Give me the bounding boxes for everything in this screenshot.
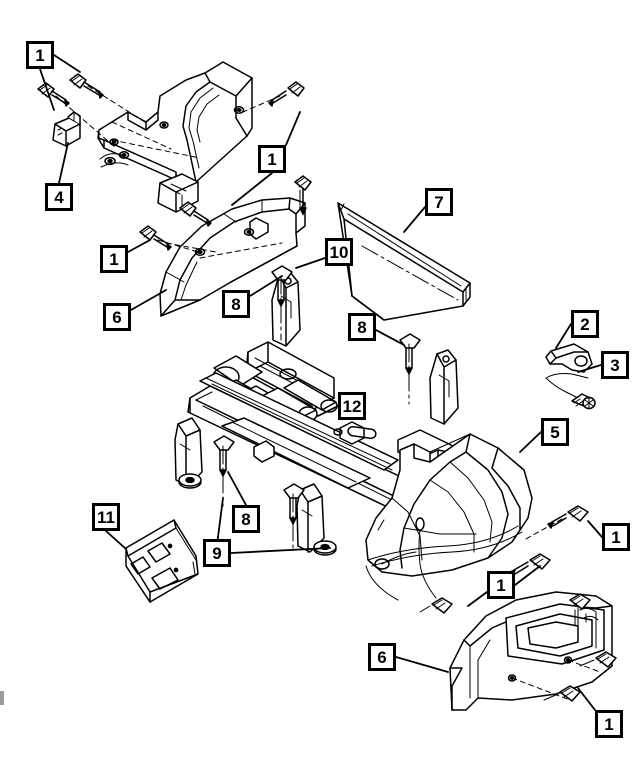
callout-2[interactable]: 2 [571,310,599,338]
part-5-outboard-side-shield [365,433,533,601]
callout-11[interactable]: 11 [92,503,120,531]
part-9-mounting-nuts [178,473,337,556]
part-6-upper-side-shield [159,197,306,317]
callout-5[interactable]: 5 [541,418,569,446]
callout-1[interactable]: 1 [602,523,630,551]
callout-8[interactable]: 8 [348,313,376,341]
callout-1[interactable]: 1 [595,710,623,738]
callout-6[interactable]: 6 [368,643,396,671]
callout-6[interactable]: 6 [103,303,131,331]
callout-1[interactable]: 1 [487,571,515,599]
callout-7[interactable]: 7 [425,188,453,216]
callout-8[interactable]: 8 [232,505,260,533]
callout-1[interactable]: 1 [26,41,54,69]
part-10-seatback-side-shield [97,61,253,183]
callout-3[interactable]: 3 [601,351,629,379]
part-4-belt-guide-clip [52,111,81,147]
page-edge-artifact [0,691,4,705]
part-8-mounting-bolts [213,265,421,551]
callout-12[interactable]: 12 [338,392,366,420]
part-2-recliner-handle [545,343,593,373]
callout-8[interactable]: 8 [222,290,250,318]
callout-4[interactable]: 4 [45,183,73,211]
part-3-handle-screw [545,373,596,410]
callout-10[interactable]: 10 [325,238,353,266]
part-6-lower-side-shield [449,591,613,711]
part-11-switch-bezel [125,519,199,603]
part-7-seatback-panel [337,202,471,321]
part-1-screws [37,73,617,702]
callout-9[interactable]: 9 [203,539,231,567]
callout-leader-lines [39,54,603,711]
callout-1[interactable]: 1 [100,245,128,273]
callout-1[interactable]: 1 [258,145,286,173]
